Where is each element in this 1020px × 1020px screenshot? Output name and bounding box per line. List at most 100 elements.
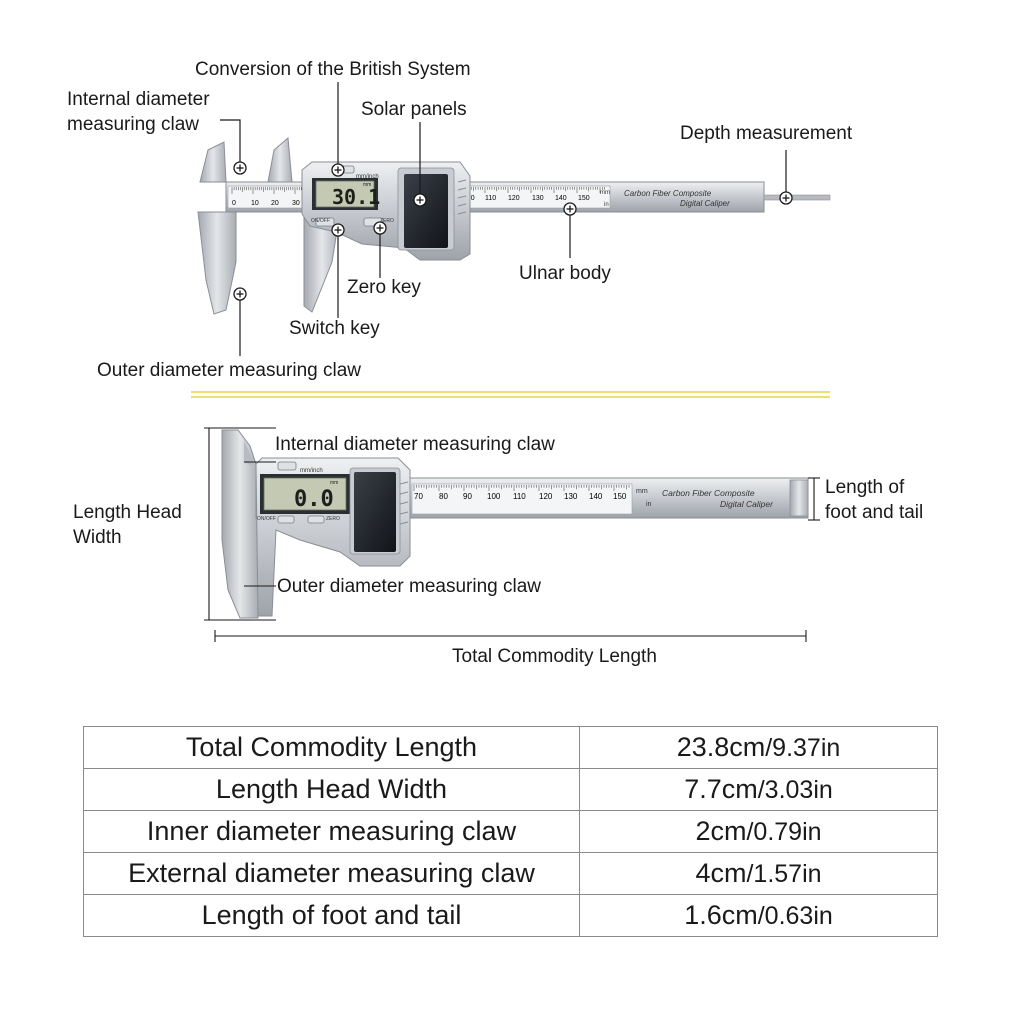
spec-row: Inner diameter measuring claw 2cm/0.79in bbox=[83, 810, 938, 853]
bottom-lcd-screen bbox=[263, 477, 347, 511]
bottom-scale-label: 70 bbox=[414, 492, 423, 501]
top-mm-inch-text: mm/inch bbox=[356, 174, 379, 180]
spec-value: 7.7cm/3.03in bbox=[579, 768, 938, 811]
top-scale-label: 30 bbox=[292, 200, 300, 207]
top-brand-line1: Carbon Fiber Composite bbox=[624, 189, 712, 198]
spec-value: 1.6cm/0.63in bbox=[579, 894, 938, 937]
bottom-scale-label: 90 bbox=[463, 492, 472, 501]
spec-value-in: /3.03in bbox=[757, 776, 833, 804]
label-british-system: Conversion of the British System bbox=[195, 59, 471, 80]
top-brand-line2: Digital Caliper bbox=[680, 199, 730, 208]
bottom-lcd-unit: mm bbox=[330, 480, 338, 486]
label-solar-panels: Solar panels bbox=[361, 99, 467, 120]
spec-name: Inner diameter measuring claw bbox=[83, 810, 580, 853]
bottom-mm-inch-button[interactable] bbox=[277, 461, 297, 471]
top-scale-label: 110 bbox=[485, 195, 496, 202]
bottom-scale-label: 100 bbox=[487, 492, 501, 501]
bottom-scale-label: 140 bbox=[589, 492, 603, 501]
bottom-dimension-lines bbox=[204, 427, 820, 642]
spec-value-cm: 2cm bbox=[695, 816, 747, 846]
top-unit-in: in bbox=[604, 202, 609, 208]
bottom-brand-line2: Digital Caliper bbox=[720, 499, 774, 509]
label-switch-key: Switch key bbox=[289, 318, 380, 339]
bottom-on-off-text: ON/OFF bbox=[257, 516, 276, 522]
bottom-solar-panel bbox=[354, 472, 396, 552]
spec-name: External diameter measuring claw bbox=[83, 852, 580, 895]
spec-value-in: /1.57in bbox=[746, 860, 822, 888]
top-on-off-text: ON/OFF bbox=[311, 218, 330, 224]
spec-name: Length of foot and tail bbox=[83, 894, 580, 937]
label-foot-tail: Length of foot and tail bbox=[825, 477, 924, 523]
bottom-scale-label: 110 bbox=[513, 492, 526, 501]
callout-marker-icon bbox=[413, 193, 427, 207]
bottom-fixed-jaw bbox=[221, 429, 259, 619]
spec-value-in: /0.63in bbox=[757, 902, 833, 930]
spec-row: Total Commodity Length 23.8cm/9.37in bbox=[83, 726, 938, 769]
callout-marker-icon bbox=[331, 223, 345, 237]
bottom-brand-line1: Carbon Fiber Composite bbox=[662, 488, 755, 498]
caliper-illustration: 0 10 20 30 100 110 120 130 140 150 mm in… bbox=[191, 82, 831, 642]
top-depth-rod bbox=[763, 194, 831, 201]
top-slider-internal-claw bbox=[267, 136, 293, 183]
bottom-scale-label: 150 bbox=[613, 492, 627, 501]
bottom-scale-label: 130 bbox=[564, 492, 578, 501]
spec-value-cm: 1.6cm bbox=[684, 900, 758, 930]
callout-marker-icon bbox=[373, 221, 387, 235]
top-scale-label: 130 bbox=[532, 195, 544, 202]
top-fixed-internal-claw bbox=[199, 141, 227, 183]
label-outer-claw-bottom: Outer diameter measuring claw bbox=[277, 576, 541, 597]
top-callout-lines bbox=[220, 82, 787, 356]
bottom-unit-mm: mm bbox=[636, 488, 648, 495]
label-internal-claw-bottom: Internal diameter measuring claw bbox=[275, 434, 555, 455]
callout-marker-icon bbox=[779, 191, 793, 205]
top-scale-label: 0 bbox=[232, 200, 236, 207]
bottom-zero-text: ZERO bbox=[326, 516, 340, 522]
bottom-mm-inch-text: mm/inch bbox=[300, 468, 323, 474]
bottom-scale-label: 80 bbox=[439, 492, 448, 501]
label-total-length: Total Commodity Length bbox=[452, 646, 657, 667]
label-ulnar-body: Ulnar body bbox=[519, 263, 611, 284]
spec-name: Length Head Width bbox=[83, 768, 580, 811]
bottom-scale-label: 120 bbox=[539, 492, 553, 501]
bottom-scale-ticks bbox=[413, 485, 630, 491]
bottom-caliper: 70 80 90 100 110 120 130 140 150 mm in C… bbox=[221, 429, 809, 619]
top-scale-label: 140 bbox=[555, 195, 567, 202]
spec-name: Total Commodity Length bbox=[83, 726, 580, 769]
spec-value-cm: 7.7cm bbox=[684, 774, 758, 804]
label-head-width: Length Head Width bbox=[73, 502, 182, 548]
top-zero-text: ZERO bbox=[380, 218, 394, 224]
callout-marker-icon bbox=[233, 161, 247, 175]
top-caliper: 0 10 20 30 100 110 120 130 140 150 mm in… bbox=[197, 136, 831, 315]
label-depth-measurement: Depth measurement bbox=[680, 123, 853, 144]
spec-value-cm: 4cm bbox=[695, 858, 747, 888]
top-unit-mm: mm bbox=[600, 190, 610, 196]
top-scale-label: 20 bbox=[271, 200, 279, 207]
spec-value-cm: 23.8cm bbox=[676, 732, 766, 762]
top-on-off-button[interactable] bbox=[315, 217, 335, 227]
top-solar-panel bbox=[404, 174, 448, 248]
spec-value-in: /9.37in bbox=[765, 734, 841, 762]
callout-markers bbox=[233, 161, 793, 301]
callout-marker-icon bbox=[563, 202, 577, 216]
bottom-zero-button[interactable] bbox=[307, 515, 325, 524]
top-fixed-outer-claw bbox=[197, 211, 237, 315]
callout-marker-icon bbox=[331, 163, 345, 177]
top-scale-label: 150 bbox=[578, 195, 590, 202]
label-outer-claw-top: Outer diameter measuring claw bbox=[97, 360, 361, 381]
label-zero-key: Zero key bbox=[347, 277, 421, 298]
bottom-on-off-button[interactable] bbox=[277, 515, 295, 524]
callout-marker-icon bbox=[233, 287, 247, 301]
top-lcd-reading: 30.1 bbox=[332, 185, 380, 209]
bottom-unit-in: in bbox=[646, 501, 652, 508]
top-lcd-screen bbox=[315, 180, 375, 208]
spec-value-in: /0.79in bbox=[746, 818, 822, 846]
spec-value: 4cm/1.57in bbox=[579, 852, 938, 895]
bottom-lcd-reading: 0.0 bbox=[294, 487, 334, 512]
label-internal-claw-top: Internal diameter measuring claw bbox=[67, 89, 210, 135]
